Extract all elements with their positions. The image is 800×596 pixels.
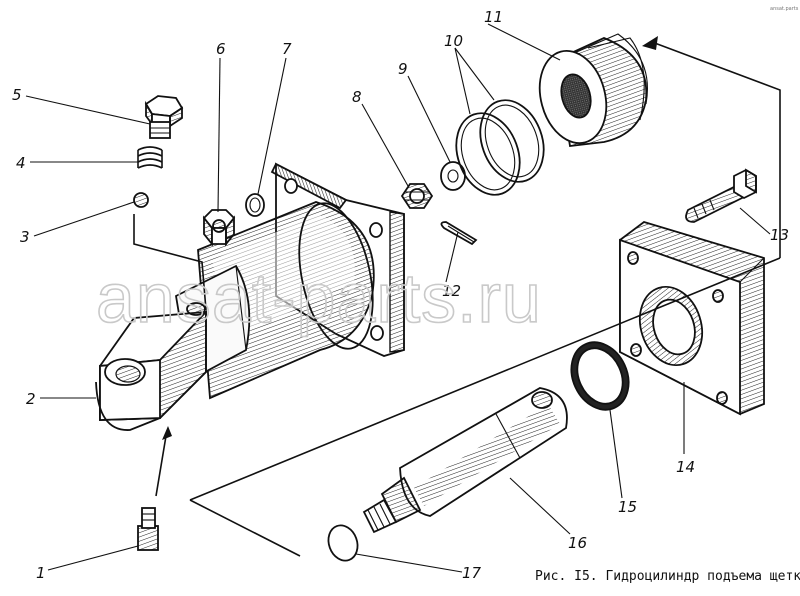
callout-8: 8	[352, 88, 362, 106]
callout-9: 9	[398, 60, 408, 78]
callout-numbers: 1 2 3 4 5 6 7 8 9 10 11 12 13 14 15 16 1…	[12, 8, 789, 582]
callout-13: 13	[770, 226, 789, 244]
assembly-lines	[133, 36, 781, 557]
callout-16: 16	[568, 534, 587, 552]
lock-washer	[245, 193, 265, 217]
callout-11: 11	[484, 8, 503, 26]
fitting	[137, 507, 159, 551]
cylinder-body	[95, 162, 405, 431]
piston	[538, 33, 648, 147]
plug-bolt	[144, 95, 184, 139]
callout-10: 10	[444, 32, 463, 50]
callout-3: 3	[20, 228, 30, 246]
callout-2: 2	[26, 390, 36, 408]
callout-15: 15	[618, 498, 637, 516]
watermark: ansat-parts.ru	[96, 259, 542, 337]
small-o-ring	[327, 524, 359, 562]
callout-17: 17	[462, 564, 482, 582]
figure-caption: Рис. I5. Гидроцилиндр подъема щетки	[535, 569, 800, 584]
seal-ring	[570, 341, 630, 411]
corner-mark: ansat.parts	[770, 6, 799, 12]
callout-4: 4	[16, 154, 26, 172]
end-cover	[619, 221, 765, 416]
callout-6: 6	[216, 40, 226, 58]
spring	[137, 146, 163, 169]
callout-12: 12	[442, 282, 461, 300]
leader-lines	[25, 23, 771, 573]
piston-rod	[362, 387, 568, 534]
callout-5: 5	[12, 86, 22, 104]
callout-14: 14	[676, 458, 695, 476]
callout-7: 7	[282, 40, 292, 58]
callout-1: 1	[36, 564, 46, 582]
long-bolt	[685, 168, 757, 223]
ball	[133, 192, 149, 208]
castle-nut	[400, 183, 434, 209]
cotter-pin	[440, 221, 478, 246]
nut	[202, 209, 236, 247]
o-rings	[455, 99, 545, 196]
